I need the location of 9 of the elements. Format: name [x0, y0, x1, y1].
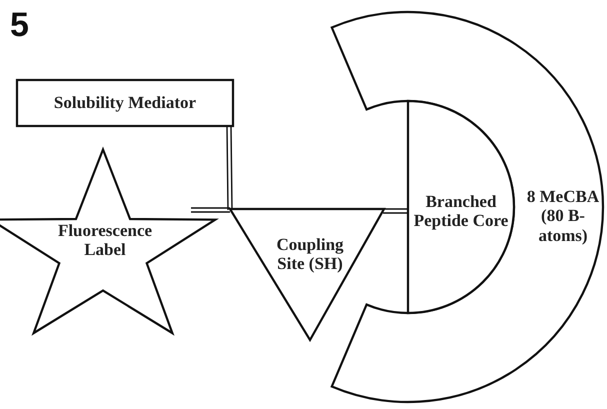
node-label: Fluorescence Label: [56, 220, 154, 260]
panel-number: 5: [10, 6, 29, 45]
linker-double-line: [190, 207, 231, 213]
linker-double-line: [226, 126, 233, 211]
linker-double-line: [382, 208, 409, 214]
node-label: Branched Peptide Core: [412, 192, 510, 230]
node-label: Solubility Mediator: [54, 93, 196, 113]
node-label: Coupling Site (SH): [275, 234, 345, 274]
node-label: 8 MeCBA (80 B-atoms): [526, 187, 600, 245]
